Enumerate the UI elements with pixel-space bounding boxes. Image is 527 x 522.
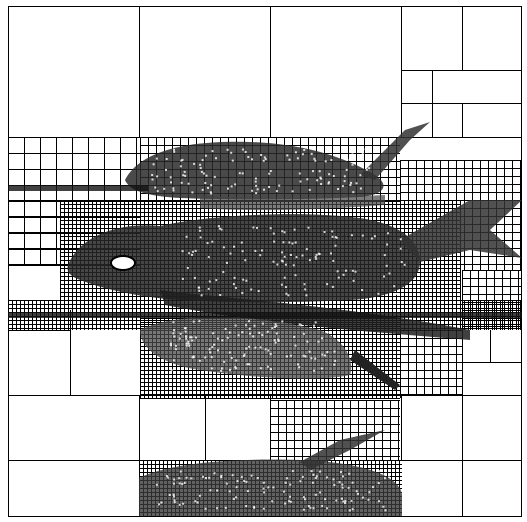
bird-main-eye (111, 256, 135, 270)
streak-top (8, 185, 148, 191)
bird-bottom-body (139, 460, 402, 516)
streak-middle (8, 312, 522, 318)
